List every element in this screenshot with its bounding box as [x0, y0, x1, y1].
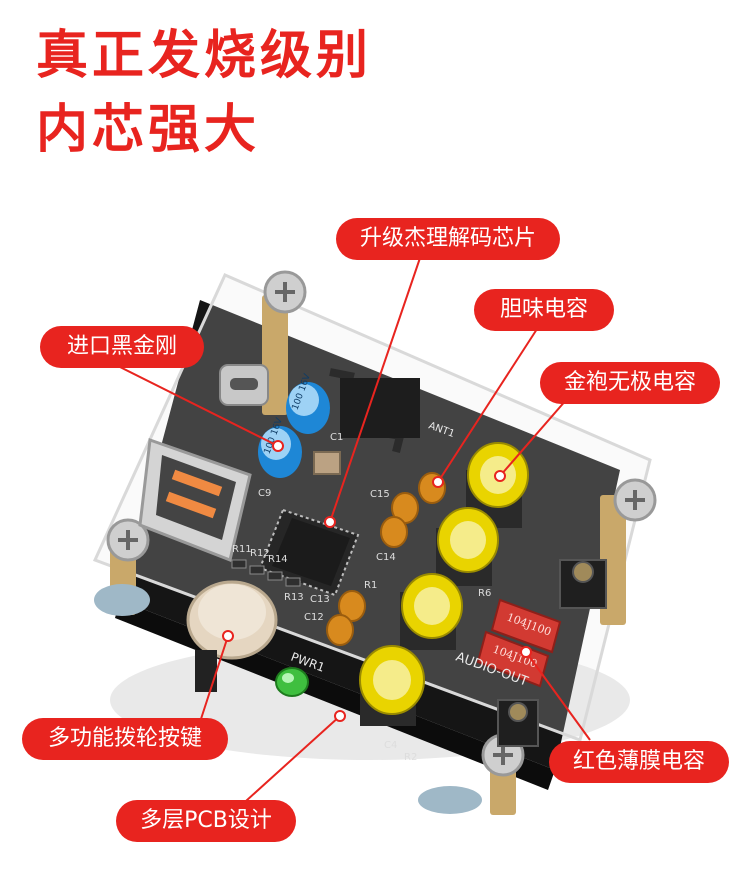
power-led — [275, 667, 309, 697]
silk-r12: R12 — [250, 548, 270, 559]
callout-decoder-chip: 升级杰理解码芯片 — [336, 218, 560, 260]
callout-pcb-design: 多层PCB设计 — [116, 800, 296, 842]
silk-c12: C12 — [304, 612, 324, 623]
callout-bile-capacitor: 胆味电容 — [474, 289, 614, 331]
line-pcb-design — [235, 715, 341, 811]
silk-r14: R14 — [268, 554, 288, 565]
gold-capacitor-2 — [436, 507, 499, 586]
line-film-capacitor — [525, 651, 591, 741]
line-decoder-chip — [329, 257, 421, 523]
callout-usb-port: 进口黑金刚 — [40, 326, 204, 368]
decoder-chip — [258, 508, 360, 597]
line-bile-capacitor — [437, 311, 549, 483]
audio-jack-bottom — [497, 699, 539, 747]
callout-gold-capacitor: 金袍无极电容 — [540, 362, 720, 404]
audio-jack-right — [559, 559, 607, 609]
dot-usb-port — [272, 440, 284, 452]
silk-r11: R11 — [232, 544, 252, 555]
silk-r2: R2 — [404, 752, 417, 763]
antenna-area — [340, 378, 420, 438]
silk-c13: C13 — [310, 594, 330, 605]
dot-pcb-design — [334, 710, 346, 722]
dot-dial-button — [222, 630, 234, 642]
standoff-bottom — [418, 733, 525, 815]
line-usb-port — [117, 365, 279, 447]
smd-resistors — [231, 559, 301, 587]
blue-capacitor-1 — [286, 382, 330, 434]
silk-r1: R1 — [364, 580, 377, 591]
callout-film-capacitor: 红色薄膜电容 — [549, 741, 729, 783]
callout-dial-button: 多功能拨轮按键 — [22, 718, 228, 760]
silk-r13: R13 — [284, 592, 304, 603]
dot-film-capacitor — [520, 646, 532, 658]
headline-line-2: 内芯强大 — [36, 100, 261, 160]
gold-capacitor-3 — [400, 573, 463, 650]
usb-a-port — [138, 437, 252, 563]
silk-c14: C14 — [376, 552, 396, 563]
silk-c1: C1 — [330, 432, 343, 443]
crystal-oscillator — [313, 451, 341, 475]
headline-line-1: 真正发烧级别 — [36, 26, 373, 86]
gold-capacitor-4 — [359, 645, 425, 726]
silk-c4: C4 — [384, 740, 397, 751]
standoff-left — [94, 518, 150, 616]
silk-c9: C9 — [258, 488, 271, 499]
silk-c15: C15 — [370, 489, 390, 500]
usb-c-port — [219, 364, 269, 406]
dot-decoder-chip — [324, 516, 336, 528]
dial-wheel — [186, 580, 278, 692]
dot-gold-capacitor — [494, 470, 506, 482]
silk-r6: R6 — [478, 588, 491, 599]
red-film-capacitors — [476, 598, 562, 688]
dot-bile-capacitor — [432, 476, 444, 488]
line-dial-button — [199, 635, 229, 723]
